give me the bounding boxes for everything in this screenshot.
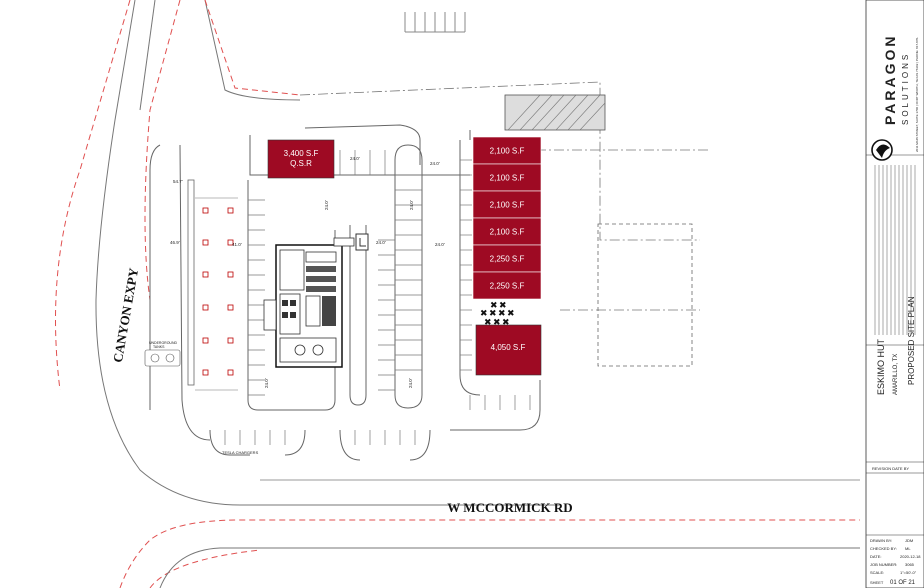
svg-text:✖: ✖ <box>507 309 515 319</box>
convenience-store <box>263 237 355 368</box>
qsr-building: 3,400 S.F Q.S.R <box>267 139 335 179</box>
retail-unit-label: 2,100 S.F <box>490 174 525 183</box>
dim-24-h: 24.0' <box>409 200 414 210</box>
svg-text:✖: ✖ <box>484 318 492 328</box>
underground-tanks: UNDERGROUND TANKS <box>144 341 181 367</box>
job-value: 3065 <box>905 562 915 567</box>
project-location: AMARILLO, TX <box>893 354 899 395</box>
retail-unit-label: 2,250 S.F <box>490 255 525 264</box>
svg-text:✖: ✖ <box>489 309 497 319</box>
company-address: 2011 MAIN STREET, SUITE 1700 | FORT WORT… <box>915 37 919 152</box>
drawn-by-label: DRAWN BY: <box>870 538 892 543</box>
svg-text:✖: ✖ <box>498 309 506 319</box>
canyon-expy-label: CANYON EXPY <box>110 266 141 363</box>
scale-label: SCALE: <box>870 570 884 575</box>
checked-by-value: ML <box>905 546 911 551</box>
scale-value: 1"=50'-0" <box>900 570 917 575</box>
tesla-chargers-label: TESLA CHARGERS <box>222 450 259 455</box>
tanks-label: TANKS <box>153 345 165 349</box>
project-name: ESKIMO HUT <box>876 338 886 395</box>
title-block: PARAGON SOLUTIONS 2011 MAIN STREET, SUIT… <box>865 0 924 588</box>
property-boundary <box>299 81 710 311</box>
accessible-parking-icon <box>355 233 369 251</box>
job-label: JOB NUMBER: <box>870 562 897 567</box>
qsr-area-label: 3,400 S.F <box>284 149 319 158</box>
retail-units: 2,100 S.F 2,100 S.F 2,100 S.F 2,100 S.F 2,25… <box>472 136 542 300</box>
svg-text:✖: ✖ <box>493 318 501 328</box>
retail-unit <box>472 190 542 219</box>
retail-unit-label: 2,100 S.F <box>490 201 525 210</box>
dim-54: 54.7' <box>173 179 183 184</box>
fuel-dispensers <box>187 179 238 391</box>
sheet-value: 01 OF 21 <box>890 580 916 586</box>
svg-text:✖: ✖ <box>480 309 488 319</box>
parking-stalls <box>224 150 531 445</box>
future-pad-outline <box>597 223 693 367</box>
retail-unit-label: 2,100 S.F <box>490 147 525 156</box>
svg-text:✖: ✖ <box>502 318 510 328</box>
sheet-title: PROPOSED SITE PLAN <box>907 296 916 385</box>
dimension-labels: 24.0' 24.0' 24.0' 24.0' 41.0' 54.7' 46.9… <box>170 156 445 388</box>
dim-24-g: 24.0' <box>324 200 329 210</box>
dim-24-a: 24.0' <box>350 156 360 161</box>
company-name: PARAGON <box>882 33 898 125</box>
svg-text:✖: ✖ <box>490 301 498 311</box>
date-value: 2020-12-18 <box>900 554 921 559</box>
sheet-label: SHEET <box>870 580 884 585</box>
qsr-type-label: Q.S.R <box>290 159 312 168</box>
revision-header: REVISION DATE BY <box>872 466 909 471</box>
company-subtitle: SOLUTIONS <box>901 52 910 125</box>
large-retail-building: 4,050 S.F <box>475 324 542 376</box>
mccormick-road-label: W MCCORMICK RD <box>447 500 572 515</box>
dim-41: 41.0' <box>232 242 242 247</box>
svg-text:✖: ✖ <box>499 301 507 311</box>
retail-unit-label: 2,100 S.F <box>490 228 525 237</box>
dim-24-d: 24.0' <box>435 242 445 247</box>
dim-24-b: 24.0' <box>430 161 440 166</box>
hatched-area <box>504 94 606 131</box>
drawn-by-value: JDM <box>905 538 913 543</box>
retail-unit <box>472 217 542 246</box>
retail-unit-label: 2,250 S.F <box>490 282 525 291</box>
underground-label: UNDERGROUND <box>149 341 177 345</box>
road-lines <box>55 0 860 588</box>
retail-unit <box>472 271 542 300</box>
site-curbs <box>149 124 541 461</box>
large-unit-label: 4,050 S.F <box>491 343 526 352</box>
dim-24-c: 24.0' <box>376 240 386 245</box>
dim-46: 46.9' <box>170 240 180 245</box>
checked-by-label: CHECKED BY: <box>870 546 897 551</box>
patio-seating: ✖✖✖✖ ✖✖✖ ✖✖ <box>480 301 515 328</box>
date-label: DATE: <box>870 554 881 559</box>
dim-24-f: 24.0' <box>408 378 413 388</box>
top-parking-stripes <box>404 12 466 33</box>
dim-24-e: 24.0' <box>264 378 269 388</box>
